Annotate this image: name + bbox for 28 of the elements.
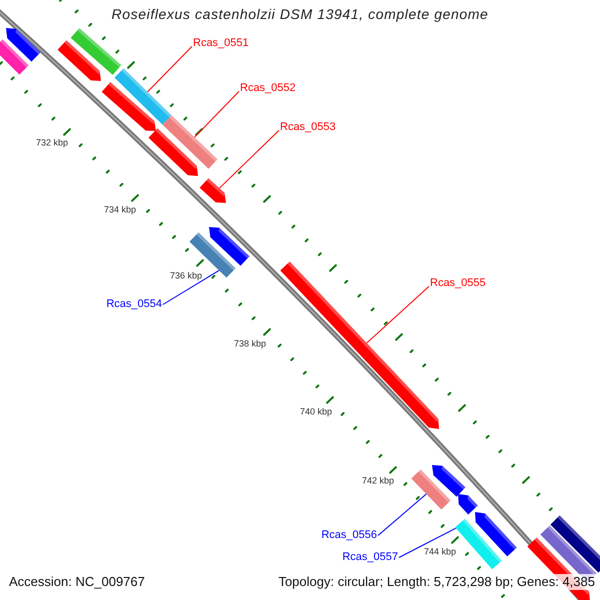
scale-label: 732 kbp	[36, 138, 68, 148]
scale-label: 744 kbp	[424, 546, 456, 558]
leader-line	[147, 46, 192, 92]
gene-feature	[200, 178, 226, 203]
leader-line	[398, 528, 456, 558]
scale-label: 740 kbp	[300, 406, 332, 418]
accession-text: Accession: NC_009767	[9, 574, 145, 590]
leader-line	[194, 90, 240, 138]
gene-label: Rcas_0551	[193, 37, 249, 50]
scale-label: 742 kbp	[362, 476, 394, 486]
leader-line	[218, 130, 280, 189]
gene-label: Rcas_0556	[321, 529, 377, 542]
leader-line	[162, 270, 220, 305]
gene-feature	[162, 115, 218, 169]
gene-feature	[114, 68, 172, 125]
scale-label: 738 kbp	[234, 338, 266, 350]
gene-feature	[455, 518, 502, 570]
scale-label: 734 kbp	[104, 204, 136, 216]
gene-feature	[411, 469, 451, 510]
gene-label: Rcas_0555	[430, 277, 486, 290]
gene-label: Rcas_0553	[280, 121, 336, 134]
gene-label: Rcas_0554	[106, 298, 162, 311]
leader-line	[366, 286, 430, 344]
title: Roseiflexus castenholzii DSM 13941, complete genome	[112, 6, 488, 22]
gene-label: Rcas_0557	[342, 551, 398, 564]
leader-line	[378, 494, 427, 536]
gene-label: Rcas_0552	[240, 82, 296, 95]
scale-label: 736 kbp	[170, 270, 202, 282]
